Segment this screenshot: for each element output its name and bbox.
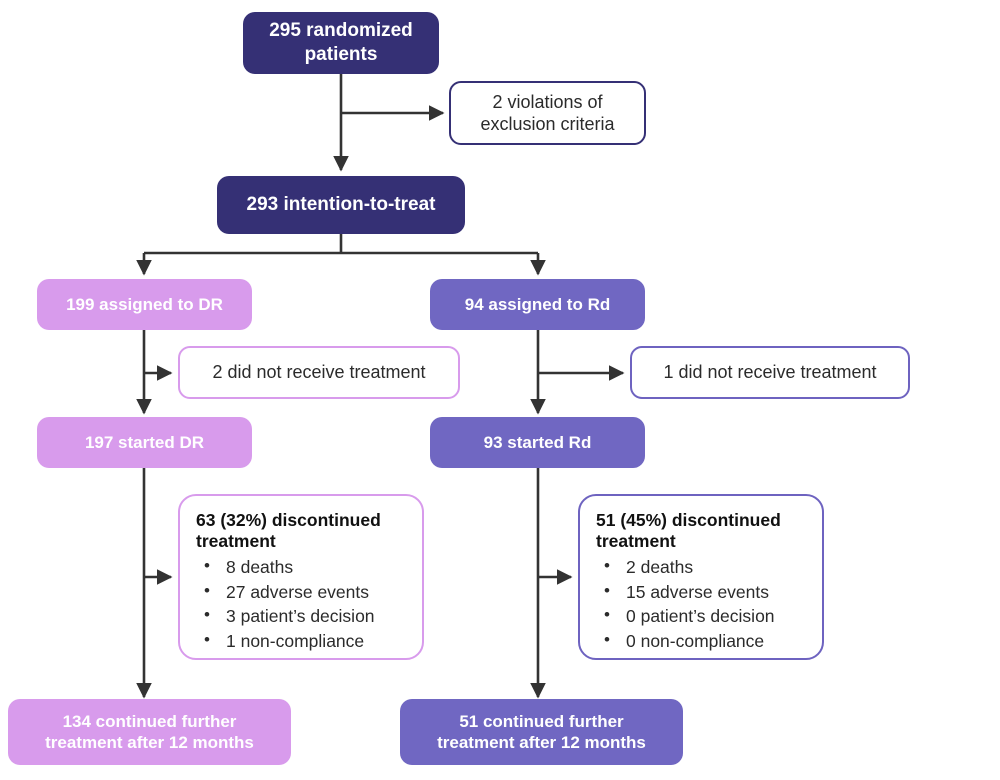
node-not-received-dr-label: 2 did not receive treatment [212, 362, 426, 383]
node-assigned-dr-label: 199 assigned to DR [66, 294, 223, 314]
node-continued-dr-line2: treatment after 12 months [45, 733, 254, 752]
node-not-received-rd[interactable]: 1 did not receive treatment [630, 346, 910, 399]
node-randomized-line2: patients [304, 44, 378, 65]
node-continued-rd-line1: 51 continued further [459, 711, 624, 731]
discontinued-rd-heading-line2: treatment [596, 531, 676, 552]
node-started-dr[interactable]: 197 started DR [37, 417, 252, 468]
node-exclusions-line2: exclusion criteria [480, 114, 615, 134]
node-randomized-patients[interactable]: 295 randomized patients [243, 12, 439, 74]
list-item: 0 patient’s decision [596, 603, 806, 629]
node-started-dr-label: 197 started DR [84, 432, 205, 452]
node-assigned-rd-label: 94 assigned to Rd [464, 294, 611, 314]
node-started-rd[interactable]: 93 started Rd [430, 417, 645, 468]
node-continued-rd-line2: treatment after 12 months [437, 733, 646, 752]
list-item: 0 non-compliance [596, 628, 806, 654]
list-item: 1 non-compliance [196, 628, 406, 654]
node-discontinued-rd[interactable]: 51 (45%) discontinued treatment 2 deaths… [578, 494, 824, 660]
node-not-received-dr[interactable]: 2 did not receive treatment [178, 346, 460, 399]
discontinued-dr-heading-line2: treatment [196, 531, 276, 552]
node-itt-label: 293 intention-to-treat [246, 194, 436, 216]
list-item: 15 adverse events [596, 579, 806, 605]
node-randomized-line1: 295 randomized [269, 20, 413, 42]
node-exclusions-line1: 2 violations of [492, 91, 603, 112]
node-not-received-rd-label: 1 did not receive treatment [663, 362, 877, 383]
list-item: 2 deaths [596, 554, 806, 580]
node-assigned-rd[interactable]: 94 assigned to Rd [430, 279, 645, 330]
discontinued-dr-reason-list: 8 deaths 27 adverse events 3 patient’s d… [196, 554, 406, 654]
node-started-rd-label: 93 started Rd [483, 432, 592, 452]
node-continued-dr[interactable]: 134 continued further treatment after 12… [8, 699, 291, 765]
list-item: 27 adverse events [196, 579, 406, 605]
node-assigned-dr[interactable]: 199 assigned to DR [37, 279, 252, 330]
discontinued-rd-reason-list: 2 deaths 15 adverse events 0 patient’s d… [596, 554, 806, 654]
node-continued-dr-line1: 134 continued further [62, 711, 237, 731]
discontinued-dr-heading-line1: 63 (32%) discontinued [196, 510, 381, 530]
node-exclusion-violations[interactable]: 2 violations of exclusion criteria [449, 81, 646, 145]
list-item: 8 deaths [196, 554, 406, 580]
discontinued-rd-heading: 51 (45%) discontinued treatment [596, 510, 806, 553]
node-intention-to-treat[interactable]: 293 intention-to-treat [217, 176, 465, 234]
node-continued-rd[interactable]: 51 continued further treatment after 12 … [400, 699, 683, 765]
discontinued-rd-heading-line1: 51 (45%) discontinued [596, 510, 781, 530]
discontinued-dr-heading: 63 (32%) discontinued treatment [196, 510, 406, 553]
list-item: 3 patient’s decision [196, 603, 406, 629]
node-discontinued-dr[interactable]: 63 (32%) discontinued treatment 8 deaths… [178, 494, 424, 660]
